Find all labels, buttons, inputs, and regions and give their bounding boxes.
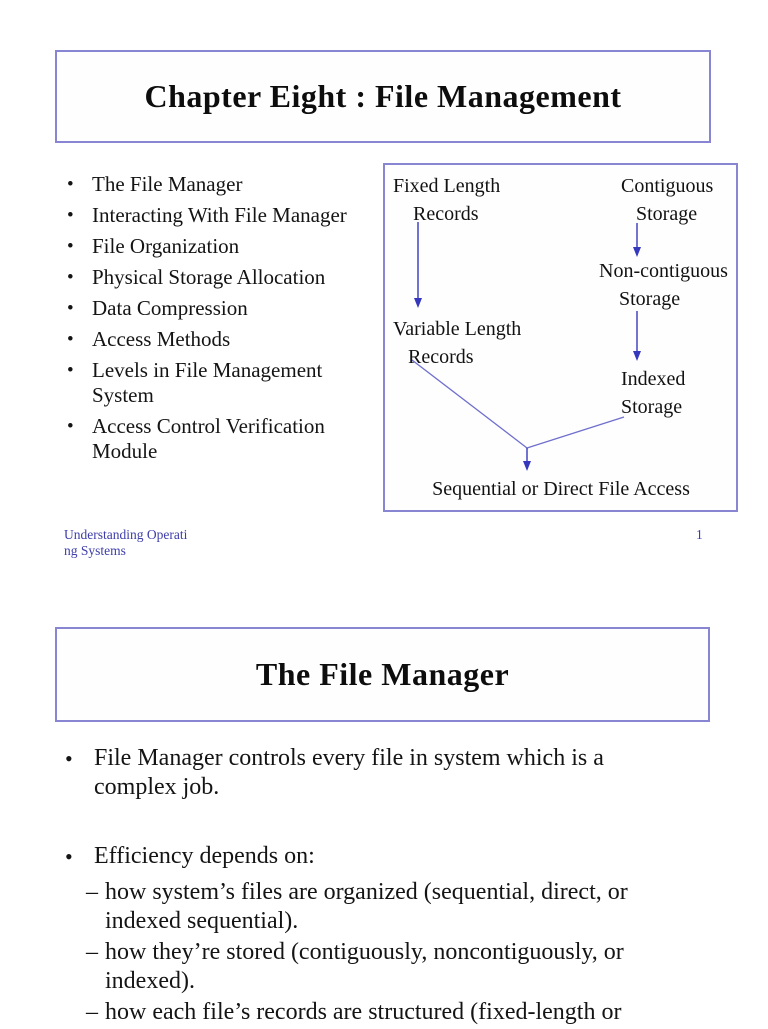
bullet-item: • The File Manager (58, 172, 392, 197)
bullet-marker: • (67, 236, 74, 257)
bullet-text: Efficiency depends on: (94, 843, 315, 869)
bullet-marker: • (67, 329, 74, 350)
bullet-text: Interacting With File Manager (92, 203, 347, 227)
arrowhead (523, 461, 531, 471)
bullet-text: File Manager controls every file in syst… (94, 745, 604, 800)
connector-indexed-to-junction (526, 416, 625, 449)
bullet-marker: • (67, 267, 74, 288)
bullet-item: • Physical Storage Allocation (58, 265, 392, 290)
arrowhead (414, 298, 422, 308)
bullet-marker: • (65, 844, 73, 869)
footer-page-number: 1 (696, 527, 703, 542)
bullet-text: Physical Storage Allocation (92, 265, 326, 289)
diagram-connectors (411, 222, 641, 471)
diagram-node-contiguous-storage: Contiguous Storage (621, 175, 714, 225)
sub-bullet-item: – how they’re stored (contiguously, nonc… (86, 938, 730, 996)
diagram-node-indexed-storage: Indexed Storage (621, 368, 686, 418)
diagram-node-non-contiguous-storage: Non-contiguous Storage (599, 260, 728, 310)
arrowhead (633, 247, 641, 257)
footer-title: Understanding Operati ng Systems (64, 527, 188, 558)
bullet-text: Levels in File Management System (92, 358, 323, 407)
bullet-marker: • (67, 416, 74, 437)
bullet-item: • Data Compression (58, 296, 392, 321)
bullet-item: • Efficiency depends on: (58, 842, 730, 872)
bullet-text: The File Manager (92, 172, 243, 196)
slide1-title: Chapter Eight : File Management (144, 78, 622, 114)
diagram-node-sequential-or-direct-access: Sequential or Direct File Access (432, 478, 690, 500)
diagram-node-variable-length-records: Variable Length Records (393, 318, 522, 368)
sub-bullet-text: how each file’s records are structured (… (105, 999, 622, 1025)
bullet-item: • File Organization (58, 234, 392, 259)
sub-bullet-item: – how each file’s records are structured… (86, 998, 730, 1027)
slide2-title-box: The File Manager (55, 627, 710, 722)
slide2-body: • File Manager controls every file in sy… (58, 744, 730, 1029)
dash-marker: – (86, 999, 98, 1025)
bullet-item: • Levels in File Management System (58, 358, 392, 408)
bullet-marker: • (67, 360, 74, 381)
sub-bullet-text: how they’re stored (contiguously, noncon… (105, 939, 624, 994)
arrowhead (633, 351, 641, 361)
sub-bullet-text: how system’s files are organized (sequen… (105, 879, 628, 934)
bullet-marker: • (67, 174, 74, 195)
bullet-item: • Interacting With File Manager (58, 203, 392, 228)
bullet-marker: • (67, 205, 74, 226)
dash-marker: – (86, 879, 98, 905)
bullet-text: Access Methods (92, 327, 231, 351)
bullet-text: File Organization (92, 234, 240, 258)
bullet-item: • File Manager controls every file in sy… (58, 744, 730, 802)
bullet-item: • Access Control Verification Module (58, 414, 392, 464)
dash-marker: – (86, 939, 98, 965)
storage-diagram-box: Fixed Length Records Contiguous Storage … (383, 163, 738, 512)
connector-variable-to-junction (411, 359, 528, 449)
bullet-marker: • (67, 298, 74, 319)
slide1-title-box: Chapter Eight : File Management (55, 50, 711, 143)
bullet-marker: • (65, 746, 73, 771)
slide2-title: The File Manager (255, 656, 510, 692)
diagram-node-fixed-length-records: Fixed Length Records (393, 175, 501, 225)
bullet-item: • Access Methods (58, 327, 392, 352)
slide2-sub-bullet-list: – how system’s files are organized (sequ… (86, 878, 730, 1027)
slide1-bullet-list: • The File Manager • Interacting With Fi… (58, 172, 392, 470)
bullet-text: Data Compression (92, 296, 248, 320)
bullet-text: Access Control Verification Module (92, 414, 325, 463)
sub-bullet-item: – how system’s files are organized (sequ… (86, 878, 730, 936)
